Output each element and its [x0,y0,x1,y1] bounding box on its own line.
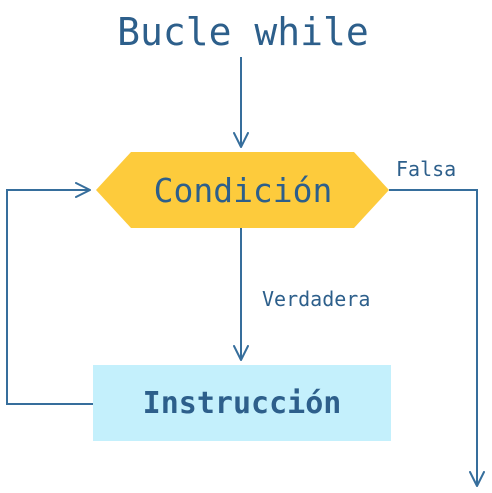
false-edge-label: Falsa [396,157,456,181]
condition-label: Condición [154,171,333,210]
true-edge-label: Verdadera [262,287,370,311]
condition-node [96,152,389,228]
diagram-title: Bucle while [117,10,369,54]
arrow-loop-back [6,182,93,405]
instruction-label: Instrucción [143,386,342,421]
arrow-false-exit [389,189,485,487]
instruction-node [93,365,391,441]
